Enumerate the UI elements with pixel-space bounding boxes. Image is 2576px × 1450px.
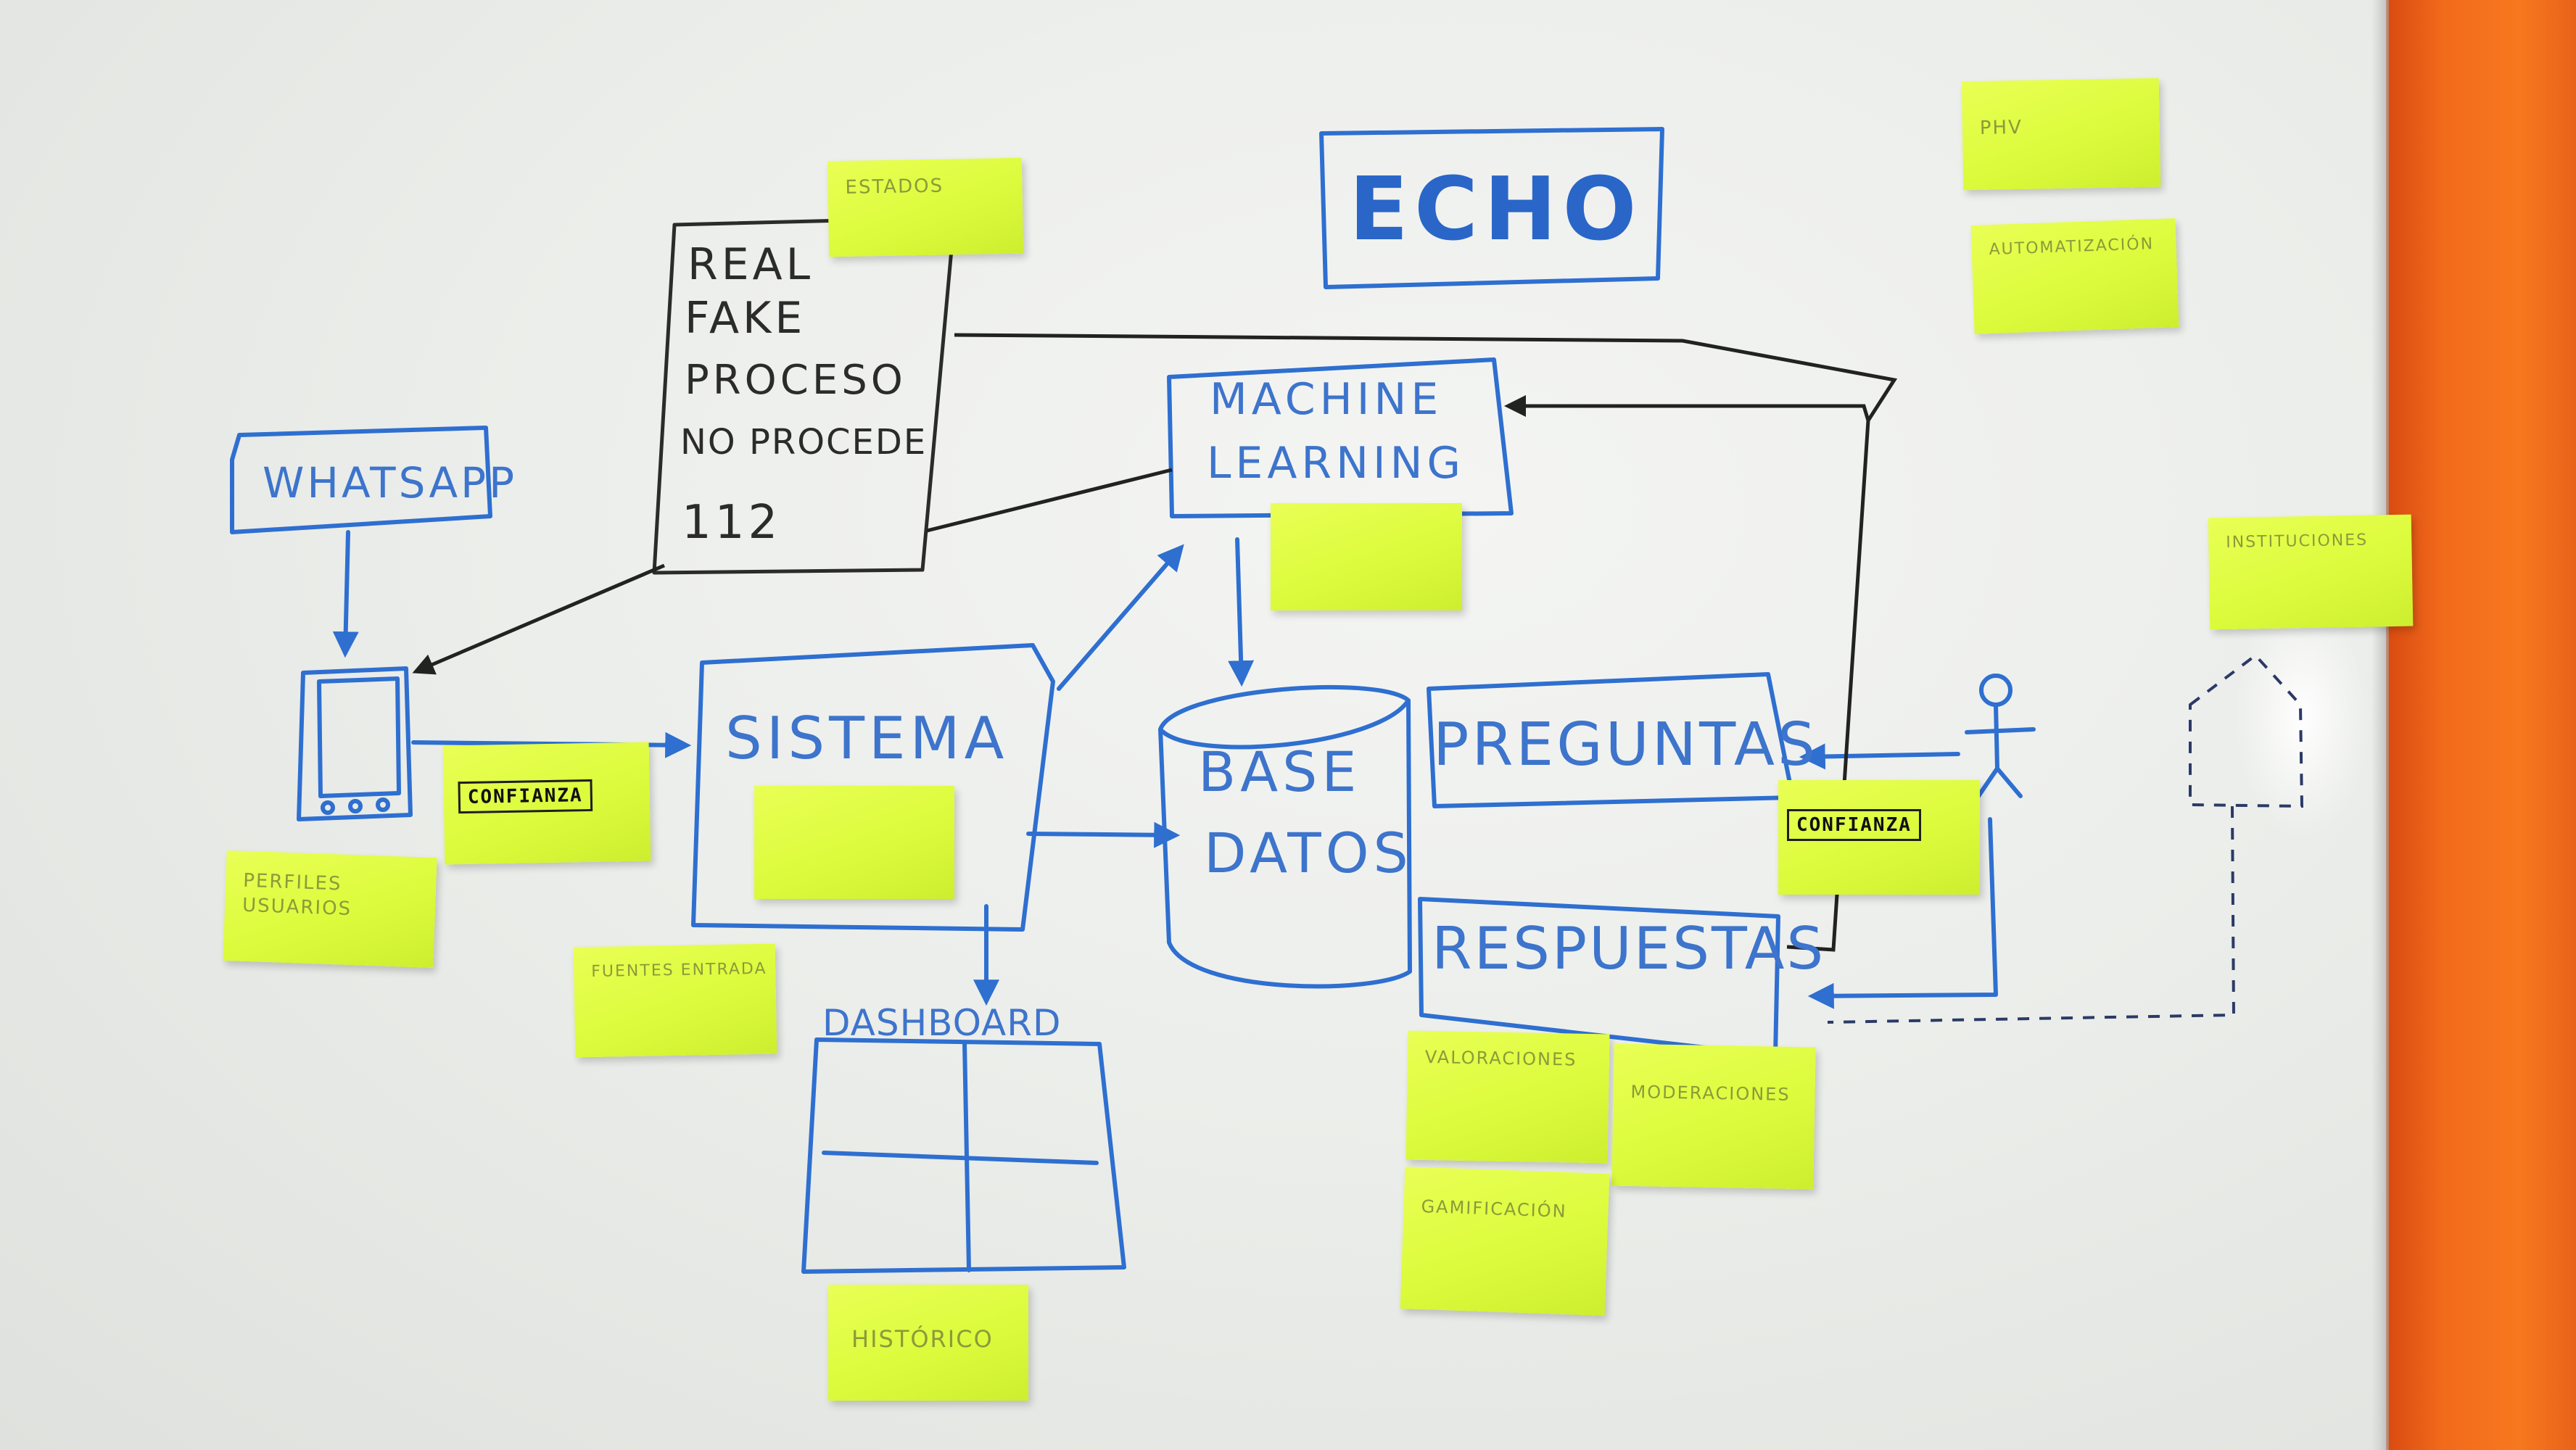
- whatsapp-label: WHATSAPP: [263, 458, 518, 508]
- confianza-badge-left: CONFIANZA: [458, 779, 593, 814]
- arrow-sistema-ml: [1057, 544, 1184, 691]
- base-datos-cylinder: [1158, 684, 1412, 989]
- note-phv: PHV: [1961, 78, 2161, 191]
- sistema-label: SISTEMA: [725, 705, 1009, 772]
- orange-wall: [2386, 0, 2576, 1450]
- person-icon: [1965, 674, 2036, 803]
- note-gamificacion: GAMIFICACIÓN: [1400, 1167, 1610, 1316]
- state-real: REAL: [688, 239, 814, 290]
- note-ml-details: [1271, 503, 1462, 610]
- base-datos-label-2: DATOS: [1204, 821, 1413, 885]
- dashboard-table: [801, 1037, 1126, 1274]
- echo-title: ECHO: [1349, 160, 1643, 260]
- note-sistema-details: [754, 786, 954, 899]
- note-automatizacion: AUTOMATIZACIÓN: [1970, 218, 2179, 334]
- note-confianza-right: CONFIANZA: [1778, 780, 1980, 895]
- note-historico: HISTÓRICO: [828, 1285, 1028, 1401]
- confianza-badge-right: CONFIANZA: [1787, 809, 1921, 841]
- respuestas-label: RESPUESTAS: [1432, 915, 1826, 982]
- preguntas-label: PREGUNTAS: [1433, 710, 1819, 779]
- base-datos-label-1: BASE: [1198, 740, 1361, 804]
- machine-learning-label-2: LEARNING: [1207, 438, 1466, 489]
- arrow-sistema-db: [1026, 821, 1181, 848]
- whiteboard-frame-edge: [2371, 0, 2389, 1450]
- note-estados: ESTADOS: [827, 157, 1024, 257]
- arrow-person-preguntas: [1799, 743, 1960, 770]
- arrow-whatsapp-phone: [332, 530, 359, 658]
- note-perfiles-usuarios: PERFILES USUARIOS: [223, 850, 437, 969]
- echo-box: [1319, 127, 1664, 289]
- whatsapp-box: [230, 426, 492, 534]
- note-instituciones: INSTITUCIONES: [2208, 514, 2414, 630]
- state-no-procede: NO PROCEDE: [680, 422, 928, 463]
- line-states-ml: [926, 468, 1173, 533]
- machine-learning-label-1: MACHINE: [1210, 374, 1443, 425]
- state-112: 112: [682, 496, 782, 550]
- dashboard-label: DASHBOARD: [822, 1002, 1062, 1044]
- arrow-states-phone: [412, 563, 665, 675]
- phone-icon: [297, 666, 413, 821]
- arrow-respuestas-ml: [954, 333, 1898, 952]
- note-fuentes-entrada: FUENTES ENTRADA: [573, 943, 777, 1058]
- note-moderaciones: MODERACIONES: [1611, 1043, 1816, 1190]
- dashed-house: [1827, 653, 2304, 1024]
- arrow-ml-db: [1228, 537, 1255, 687]
- note-valoraciones: VALORACIONES: [1405, 1030, 1610, 1164]
- arrow-person-respuestas: [1807, 817, 1998, 1009]
- state-proceso: PROCESO: [685, 357, 907, 404]
- state-fake: FAKE: [685, 293, 806, 344]
- note-confianza-left: CONFIANZA: [442, 742, 651, 865]
- sistema-box: [691, 643, 1055, 932]
